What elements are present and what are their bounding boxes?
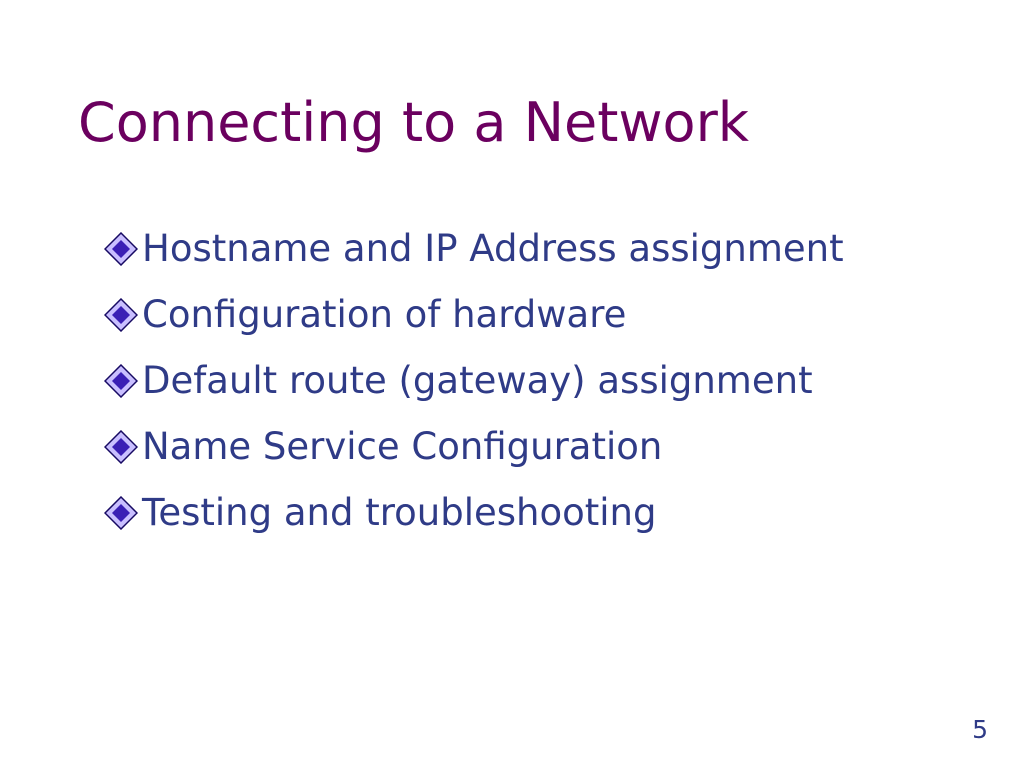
bullet-label: Hostname and IP Address assignment	[142, 227, 844, 270]
bullet-label: Name Service Configuration	[142, 425, 663, 468]
list-item: Testing and troubleshooting	[104, 480, 844, 546]
bullet-list: Hostname and IP Address assignment Confi…	[104, 216, 844, 546]
list-item: Configuration of hardware	[104, 282, 844, 348]
diamond-bullet-icon	[104, 414, 142, 480]
slide-title: Connecting to a Network	[78, 91, 750, 154]
slide-number: 5	[972, 715, 988, 744]
diamond-bullet-icon	[104, 282, 142, 348]
bullet-label: Default route (gateway) assignment	[142, 359, 813, 402]
bullet-label: Testing and troubleshooting	[142, 491, 657, 534]
bullet-label: Configuration of hardware	[142, 293, 627, 336]
diamond-bullet-icon	[104, 480, 142, 546]
list-item: Hostname and IP Address assignment	[104, 216, 844, 282]
diamond-bullet-icon	[104, 348, 142, 414]
list-item: Default route (gateway) assignment	[104, 348, 844, 414]
diamond-bullet-icon	[104, 216, 142, 282]
list-item: Name Service Configuration	[104, 414, 844, 480]
